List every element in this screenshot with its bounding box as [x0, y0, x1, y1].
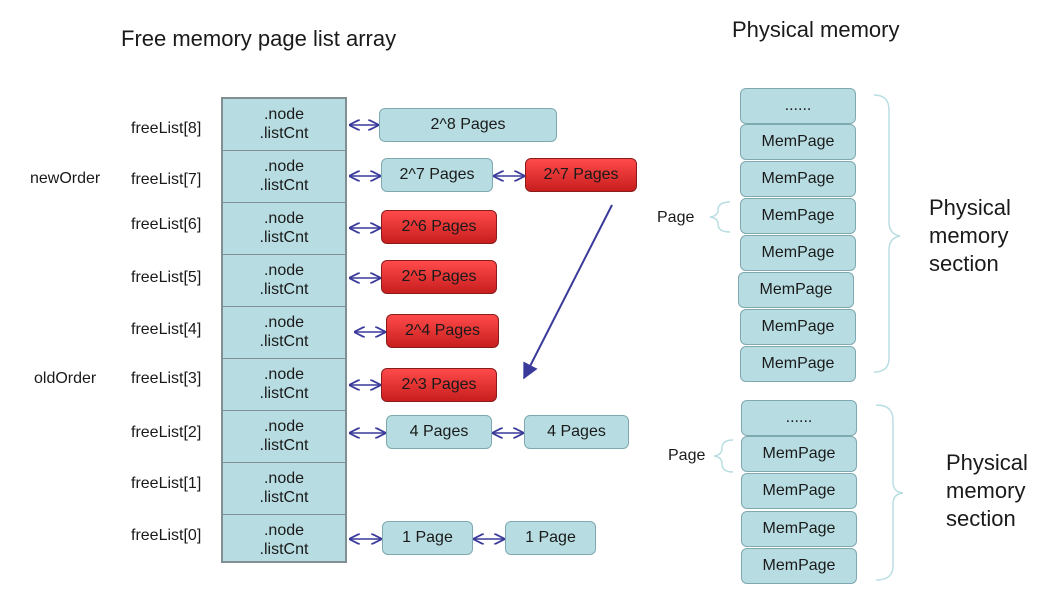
block-2-8-pages: 2^8 Pages [379, 108, 557, 142]
section-label-line: memory [929, 223, 1009, 248]
cell-list-count: .listCnt [259, 229, 309, 246]
new-order-label: newOrder [30, 170, 101, 187]
section-label-1: Physical memory section [929, 194, 1011, 278]
page-brace-1 [709, 201, 731, 233]
physical-memory-title: Physical memory [732, 17, 900, 42]
free-list-array: .node .listCnt .node .listCnt .node .listCn… [221, 97, 347, 563]
block-2-7-pages-free: 2^7 Pages [381, 158, 493, 192]
cell-node: .node [263, 366, 305, 383]
mem-ellipsis-2: ...... [741, 400, 857, 436]
block-2-4-pages: 2^4 Pages [386, 314, 499, 348]
mem-page: MemPage [740, 346, 856, 382]
mem-page: MemPage [740, 161, 856, 197]
free-list-label-5: freeList[5] [131, 269, 202, 286]
cell-list-count: .listCnt [259, 177, 309, 194]
section-label-2: Physical memory section [946, 449, 1028, 533]
cell-list-count: .listCnt [259, 489, 309, 506]
block-1-page-b: 1 Page [505, 521, 596, 555]
section-label-line: memory [946, 478, 1026, 503]
cell-list-count: .listCnt [259, 281, 309, 298]
cell-node: .node [263, 262, 305, 279]
page-label-1: Page [657, 209, 695, 226]
mem-page: MemPage [741, 548, 857, 584]
free-list-label-2: freeList[2] [131, 424, 202, 441]
free-list-cell-0: .node .listCnt [223, 515, 345, 567]
cell-list-count: .listCnt [259, 541, 309, 558]
mem-page: MemPage [740, 235, 856, 271]
mem-page: MemPage [740, 124, 856, 160]
brace-section-1 [873, 94, 901, 373]
section-label-line: section [946, 506, 1016, 531]
free-list-label-0: freeList[0] [131, 527, 202, 544]
split-arrow [523, 204, 613, 380]
cell-node: .node [263, 158, 305, 175]
free-list-cell-7: .node .listCnt [223, 151, 345, 203]
mem-page: MemPage [741, 511, 857, 547]
cell-list-count: .listCnt [259, 385, 309, 402]
section-label-line: Physical [946, 450, 1028, 475]
free-list-label-6: freeList[6] [131, 216, 202, 233]
old-order-label: oldOrder [34, 370, 97, 387]
cell-node: .node [263, 418, 305, 435]
free-list-label-8: freeList[8] [131, 120, 202, 137]
mem-page: MemPage [738, 272, 854, 308]
free-list-cell-8: .node .listCnt [223, 99, 345, 151]
cell-list-count: .listCnt [259, 333, 309, 350]
section-label-line: Physical [929, 195, 1011, 220]
block-2-3-pages: 2^3 Pages [381, 368, 497, 402]
brace-section-2 [875, 404, 904, 581]
cell-list-count: .listCnt [259, 437, 309, 454]
cell-node: .node [263, 470, 305, 487]
cell-node: .node [263, 210, 305, 227]
cell-list-count: .listCnt [259, 125, 309, 142]
free-list-cell-2: .node .listCnt [223, 411, 345, 463]
block-1-page-a: 1 Page [382, 521, 473, 555]
page-label-2: Page [668, 447, 706, 464]
free-list-label-4: freeList[4] [131, 321, 202, 338]
page-brace-2 [713, 439, 734, 473]
free-list-cell-3: .node .listCnt [223, 359, 345, 411]
mem-page: MemPage [740, 309, 856, 345]
free-list-label-3: freeList[3] [131, 370, 202, 387]
free-list-cell-6: .node .listCnt [223, 203, 345, 255]
cell-node: .node [263, 314, 305, 331]
free-list-cell-1: .node .listCnt [223, 463, 345, 515]
mem-page: MemPage [740, 198, 856, 234]
mem-ellipsis-1: ...... [740, 88, 856, 124]
block-4-pages-b: 4 Pages [524, 415, 629, 449]
block-2-6-pages: 2^6 Pages [381, 210, 497, 244]
free-list-cell-4: .node .listCnt [223, 307, 345, 359]
free-list-title: Free memory page list array [121, 26, 397, 51]
section-label-line: section [929, 251, 999, 276]
free-list-label-1: freeList[1] [131, 475, 202, 492]
mem-page: MemPage [741, 473, 857, 509]
free-list-label-7: freeList[7] [131, 171, 202, 188]
mem-page: MemPage [741, 436, 857, 472]
block-4-pages-a: 4 Pages [386, 415, 492, 449]
block-2-5-pages: 2^5 Pages [381, 260, 497, 294]
block-2-7-pages-split: 2^7 Pages [525, 158, 637, 192]
free-list-cell-5: .node .listCnt [223, 255, 345, 307]
cell-node: .node [263, 106, 305, 123]
cell-node: .node [263, 522, 305, 539]
